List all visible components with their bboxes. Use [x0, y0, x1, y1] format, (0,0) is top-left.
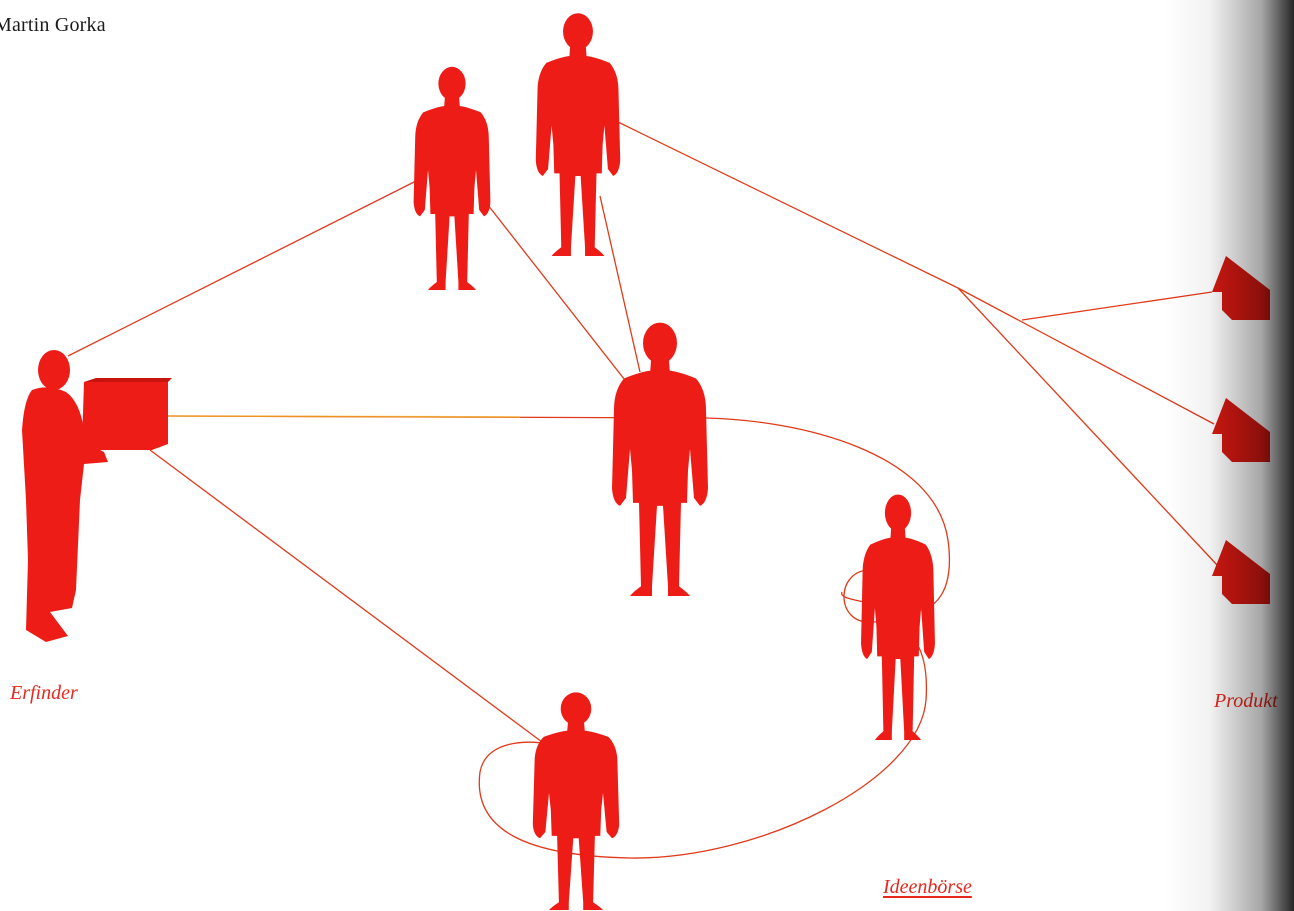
line-person-top-left-to-center [484, 200, 628, 384]
produkt-label: Produkt [1214, 690, 1278, 713]
line-erfinder-to-person-top-left [68, 180, 418, 356]
line-box-highlight [168, 416, 520, 417]
cube-box-icon [82, 382, 168, 450]
line-junction-to-product-1 [1022, 292, 1212, 320]
house-icon [1212, 540, 1270, 604]
line-box-to-person-bottom [150, 450, 542, 742]
line-junction-to-product-3 [958, 288, 1218, 566]
people [414, 13, 935, 910]
line-person-top-right-to-junction [618, 122, 958, 288]
person-center-icon [612, 323, 708, 596]
inventor-figure [22, 350, 172, 642]
author-name: Martin Gorka [0, 14, 106, 37]
line-erfinder-to-center-loop [168, 416, 949, 611]
inventor-head [38, 350, 70, 390]
cube-box-top [84, 378, 172, 382]
ideenboerse-label: Ideenbörse [883, 876, 972, 899]
line-person-top-right-to-center [600, 196, 640, 372]
house-icon [1212, 398, 1270, 462]
person-top-left-icon [414, 67, 491, 290]
person-top-right-icon [536, 13, 620, 256]
product-houses [1212, 256, 1270, 604]
house-icon [1212, 256, 1270, 320]
person-bottom-icon [533, 692, 619, 910]
erfinder-label: Erfinder [10, 682, 78, 705]
person-right-icon [861, 494, 935, 740]
line-junction-to-product-2 [958, 288, 1214, 424]
